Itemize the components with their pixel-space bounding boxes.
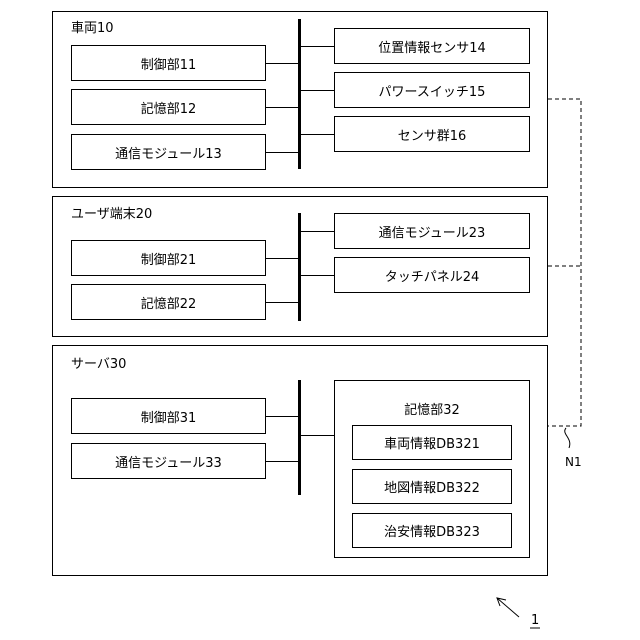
network-leader-line — [565, 428, 570, 448]
system-label: 1 — [531, 613, 539, 628]
system-arrow-icon — [497, 598, 519, 617]
network-label: N1 — [565, 455, 582, 469]
network-dashed-line — [548, 99, 581, 426]
